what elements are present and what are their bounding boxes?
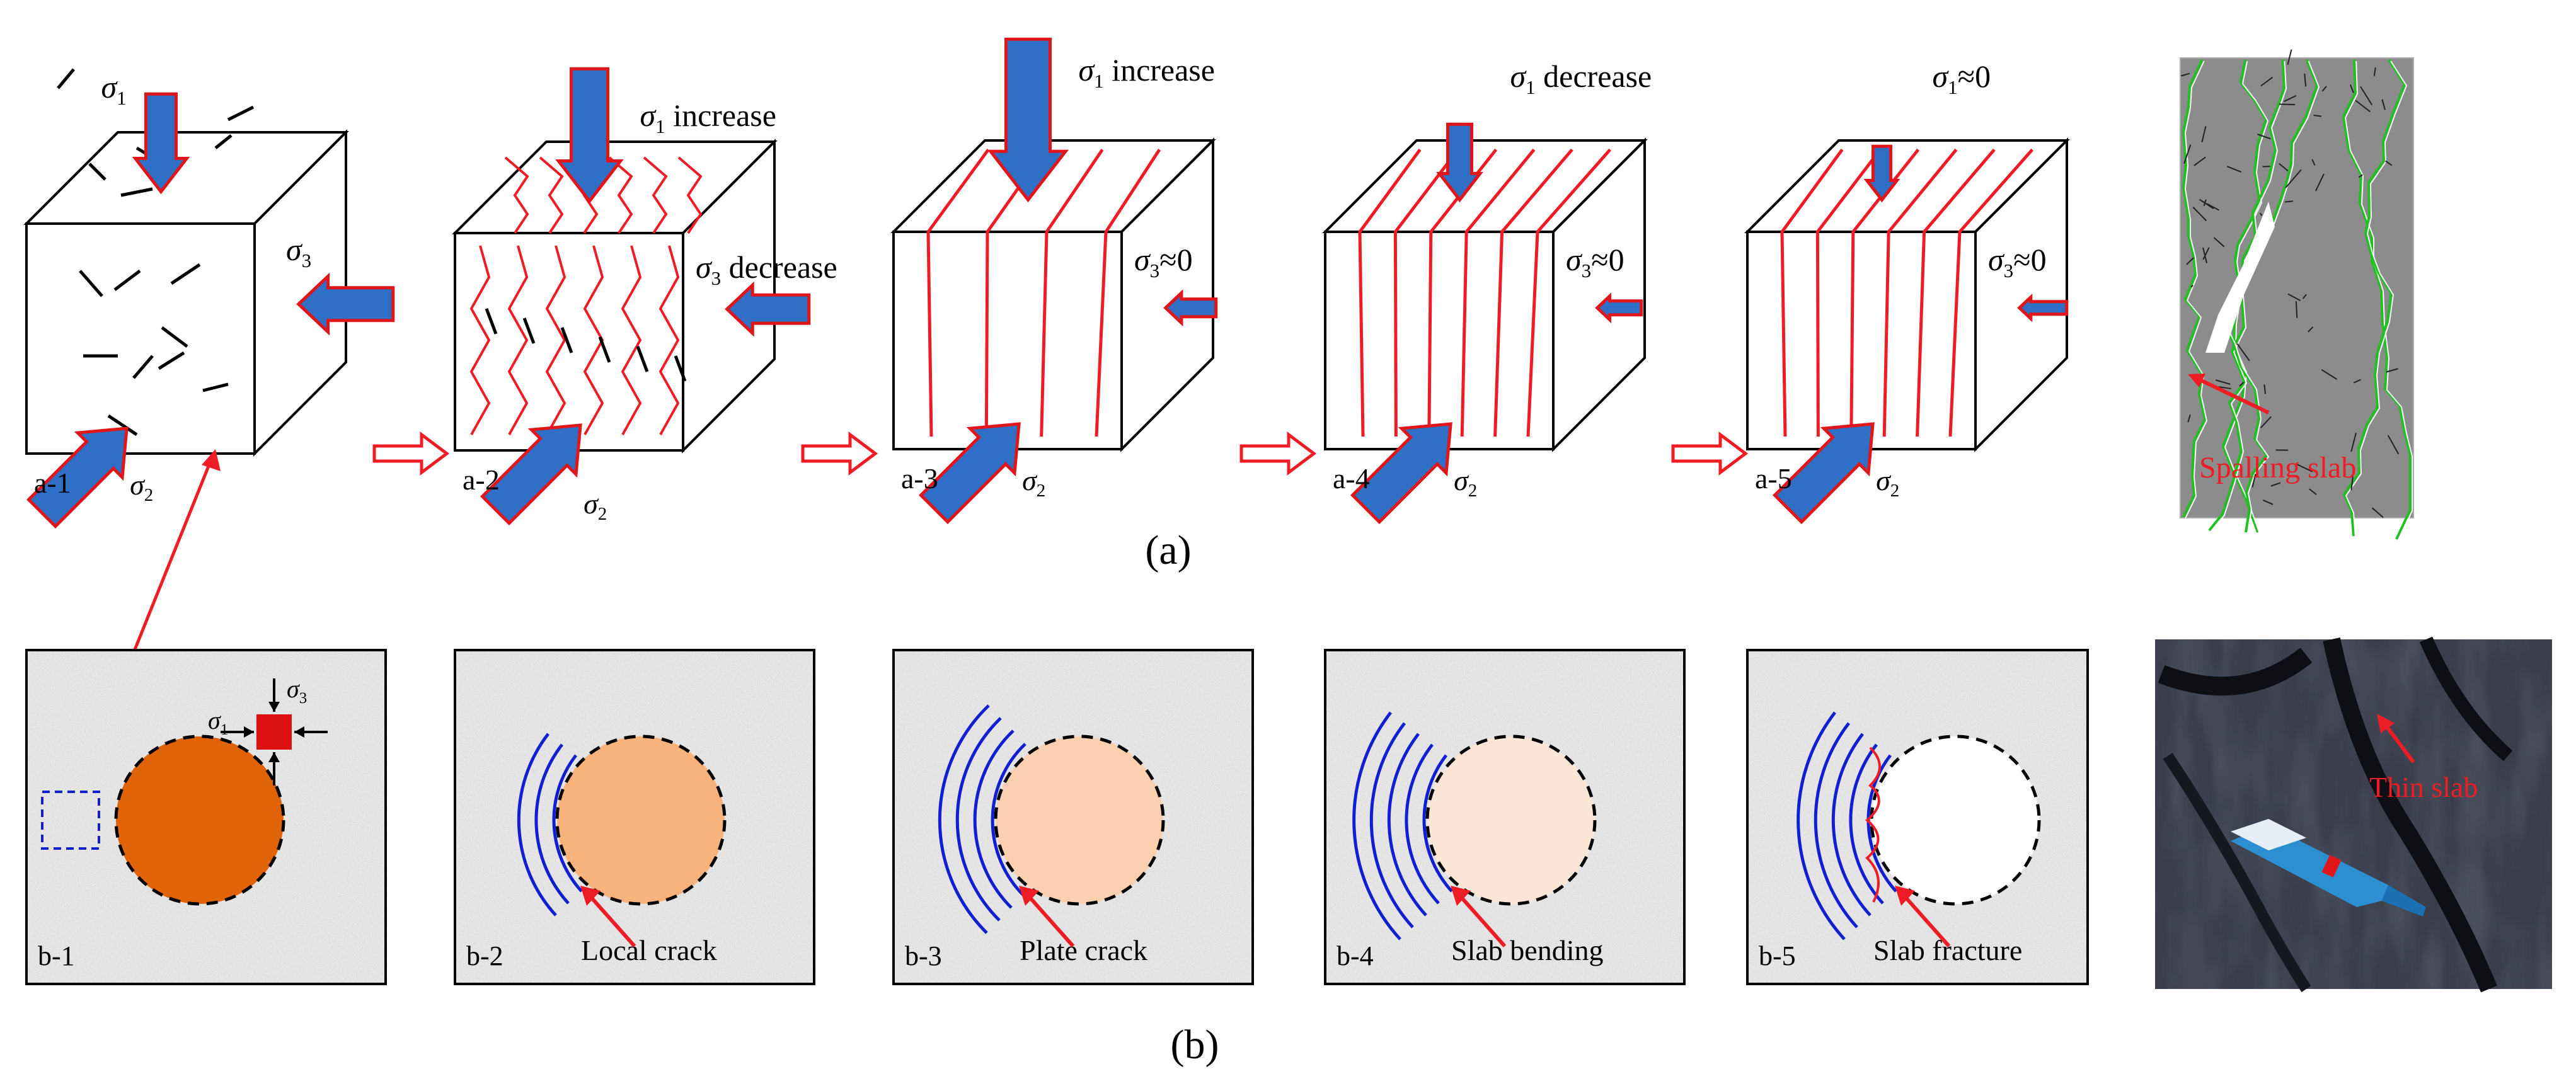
- sigma3-arrow: [1163, 289, 1218, 327]
- sigma2-label: σ2: [1022, 464, 1045, 501]
- panel-frame: [1746, 649, 2089, 985]
- sigma3-arrow: [2017, 293, 2069, 323]
- excavation-hole: [1425, 734, 1597, 906]
- element-selector-box: [41, 791, 100, 850]
- crack-pattern: [1358, 148, 1612, 437]
- panel-label-b-4: b-4: [1337, 940, 1374, 971]
- sigma1-arrow: [555, 67, 624, 204]
- row-a-cubes: a-1 σ2 σ1 σ3 a-2 σ2 σ1 increase σ3 decrease a-3 σ…: [23, 37, 2070, 529]
- panel-label-a-5: a-5: [1755, 462, 1792, 494]
- sigma1-arrow: [987, 37, 1069, 203]
- excavation-hole: [994, 734, 1165, 906]
- panel-label-b-2: b-2: [466, 940, 503, 971]
- panel-label-a-2: a-2: [463, 464, 500, 496]
- sigma3-label: σ3: [287, 675, 307, 707]
- sigma2-label: σ2: [1454, 464, 1477, 501]
- panel-frame: [1324, 649, 1686, 985]
- crack-arcs: [938, 704, 1026, 934]
- sigma2-label: σ2: [1876, 464, 1899, 501]
- cube-a-4: a-4 σ2 σ1 decrease σ3≈0: [1322, 59, 1749, 525]
- sigma1-arrow: [1863, 144, 1900, 203]
- sigma1-label: σ1: [208, 706, 228, 738]
- cube-front-face: [25, 222, 256, 455]
- caption-b: (b): [1171, 1022, 1219, 1068]
- transition-arrow: [1671, 432, 1749, 476]
- stress-element: [256, 714, 292, 750]
- panel-caption: Plate crack: [1020, 934, 1147, 966]
- sigma1-label: σ1 increase: [640, 98, 776, 137]
- sigma3-label: σ3: [286, 232, 311, 272]
- transition-arrow: [801, 432, 878, 476]
- panel-b-4: b-4 Slab bending: [1324, 649, 1686, 985]
- spalling-slab-arrowhead: [2188, 374, 2205, 387]
- cube-a-5: a-5 σ2 σ1≈0 σ3≈0: [1744, 59, 2070, 525]
- panel-frame: [25, 649, 387, 985]
- pen-object: [2231, 819, 2426, 917]
- sigma2-label: σ2: [584, 488, 607, 524]
- sigma2-arrow: [26, 426, 129, 529]
- thin-slab-pointer: [2383, 723, 2415, 763]
- sigma2-arrow: [919, 422, 1021, 525]
- sigma2-label: σ2: [130, 469, 153, 505]
- simulation-image: Spalling slab: [2180, 49, 2414, 541]
- transition-arrow: [372, 432, 450, 476]
- field-photo: Thin slab: [2155, 636, 2552, 993]
- crack-pattern: [1780, 148, 2034, 437]
- sigma3-label: σ3≈0: [1134, 242, 1193, 282]
- transition-arrow: [1239, 432, 1317, 476]
- panel-caption: Local crack: [581, 934, 717, 966]
- caption-a: (a): [1145, 527, 1191, 573]
- panel-caption: Slab fracture: [1873, 934, 2022, 966]
- cube-a-3: a-3 σ2 σ1 increase σ3≈0: [890, 37, 1317, 525]
- crack-arcs: [517, 733, 583, 917]
- panel-frame: [454, 649, 815, 985]
- panel-b-3: b-3 Plate crack: [892, 649, 1254, 985]
- sigma2-arrow: [1773, 422, 1875, 525]
- sigma1-label: σ1: [101, 69, 127, 109]
- row-b-panels: b-1 σ3 σ1 b-2 Local crack b-3 Plate crack b-4 Sl…: [25, 649, 2089, 985]
- sigma3-arrow: [296, 272, 395, 336]
- panel-label-a-4: a-4: [1333, 462, 1370, 494]
- sigma2-arrow: [480, 423, 582, 526]
- excavation-hole: [555, 734, 727, 906]
- sigma1-arrow: [1436, 122, 1483, 203]
- spalling-slab-label: Spalling slab: [2199, 451, 2356, 484]
- panel-b-5: b-5 Slab fracture: [1746, 649, 2089, 985]
- panel-label-b-5: b-5: [1759, 940, 1796, 971]
- sigma3-arrow: [725, 281, 811, 337]
- sigma1-label: σ1 decrease: [1510, 59, 1652, 98]
- panel-b-2: b-2 Local crack: [454, 649, 815, 985]
- panel-label-b-3: b-3: [905, 940, 942, 971]
- sigma1-label: σ1≈0: [1933, 59, 1991, 98]
- panel-label-a-3: a-3: [901, 462, 938, 494]
- sigma3-label: σ3≈0: [1566, 242, 1624, 282]
- thin-slab-label: Thin slab: [2369, 771, 2478, 803]
- excavation-hole: [114, 734, 285, 906]
- sigma3-label: σ3 decrease: [696, 249, 837, 289]
- simulation-crack-network: [2181, 49, 2413, 541]
- crack-arcs: [1352, 711, 1453, 940]
- thin-slab-arrowhead: [2377, 714, 2395, 733]
- panel-label-b-1: b-1: [38, 940, 75, 971]
- panel-b-1: b-1 σ3 σ1: [25, 649, 387, 985]
- excavation-hole: [1870, 734, 2041, 906]
- fractured-slab: [1865, 746, 1881, 903]
- cube-a-2: a-2 σ2 σ1 increase σ3 decrease: [452, 67, 878, 526]
- spalling-slab-pointer: [2195, 376, 2270, 414]
- panel-frame: [892, 649, 1254, 985]
- panel-label-a-1: a-1: [34, 467, 71, 499]
- cube-a-1: a-1 σ2 σ1 σ3: [23, 68, 450, 529]
- sigma1-label: σ1 increase: [1079, 52, 1215, 92]
- sigma3-label: σ3≈0: [1988, 242, 2047, 282]
- panel-caption: Slab bending: [1451, 934, 1603, 966]
- sigma1-arrow: [132, 92, 190, 195]
- sigma2-arrow: [1350, 422, 1452, 525]
- sigma3-arrow: [1595, 292, 1643, 324]
